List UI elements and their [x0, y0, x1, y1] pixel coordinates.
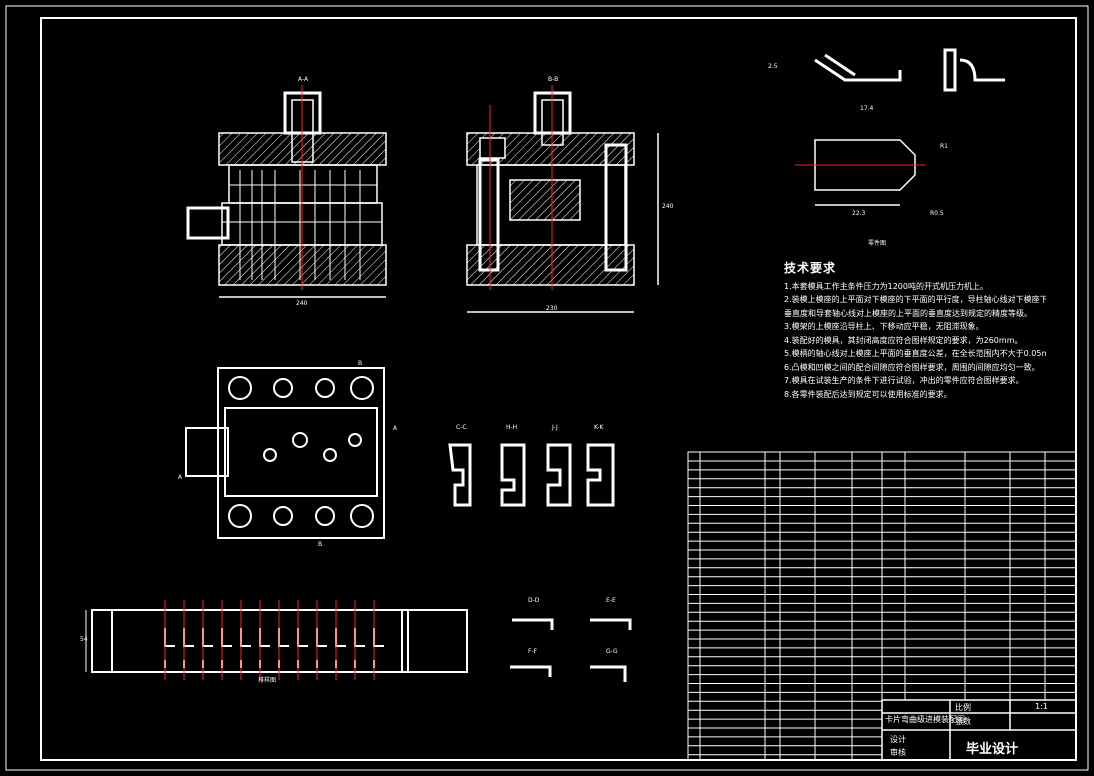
- side-view-label: B-B: [548, 76, 559, 83]
- plan-marker-b-top: B: [358, 360, 363, 367]
- tech-item-7: 6.凸模和凹模之间的配合间隙应符合图样要求，周围的间隙应均匀一致。: [784, 362, 1040, 372]
- section-label-c: C-C: [456, 424, 467, 431]
- strip-punch: [202, 628, 213, 668]
- bend-label-e: E-E: [606, 597, 616, 604]
- tech-item-2: 2.装模上模座的上平面对下模座的下平面的平行度，导柱轴心线对下模座下平面的: [784, 295, 1046, 304]
- tech-item-6: 5.模柄的轴心线对上模座上平面的垂直度公差，在全长范围内不大于0.05mm。: [784, 349, 1046, 358]
- strip-layout: [85, 609, 468, 673]
- part-dim-4: 17.4: [860, 105, 874, 112]
- tech-item-9: 8.各零件装配后达到规定可以使用标准的要求。: [784, 389, 952, 399]
- section-label-j: J-J: [552, 424, 558, 431]
- bend-label-f: F-F: [528, 648, 538, 655]
- technical-requirements: 技术要求 1.本套模具工作主条件压力为1200吨的开式机压力机上。 2.装模上模…: [784, 261, 1046, 401]
- tech-item-3: 垂直度和导套轴心线对上模座的上平面的垂直度达到规定的精度等级。: [784, 308, 1032, 318]
- small-sections: [448, 443, 615, 507]
- tech-item-5: 4.装配好的模具，其封闭高度应符合图样规定的要求，为260mm。: [784, 335, 1023, 345]
- strip-punch: [164, 628, 175, 668]
- bend-label-d: D-D: [528, 597, 540, 604]
- plan-marker-b-bottom: B: [318, 541, 323, 548]
- side-section-view: [466, 91, 659, 313]
- strip-punch: [259, 628, 270, 668]
- strip-punch: [354, 628, 365, 668]
- bend-label-g: G-G: [606, 648, 618, 655]
- plan-marker-a-left: A: [178, 474, 183, 481]
- sheet-label: 张数: [955, 717, 971, 726]
- project-title: 毕业设计: [966, 742, 1019, 757]
- technical-requirements-title: 技术要求: [784, 261, 837, 275]
- tech-item-4: 3.模架的上模座沿导柱上、下移动应平稳，无阻滞现象。: [784, 322, 984, 331]
- strip-punch: [373, 628, 384, 668]
- part-drawing: [795, 48, 1005, 206]
- tech-item-1: 1.本套模具工作主条件压力为1200吨的开式机压力机上。: [784, 281, 988, 291]
- plan-marker-a-right: A: [393, 425, 398, 432]
- front-view-label: A-A: [298, 76, 309, 83]
- tech-item-8: 7.模具在试装生产的条件下进行试验，冲出的零件应符合图样要求。: [784, 376, 1024, 385]
- part-dim-3: 2.5: [768, 63, 778, 70]
- section-label-h: H-H: [506, 424, 518, 431]
- strip-layout-label: 排样图: [258, 677, 277, 684]
- part-dim-5: 22.3: [852, 210, 866, 217]
- strip-punch: [335, 628, 346, 668]
- side-width-dim: 230: [546, 305, 558, 312]
- title-block: [881, 699, 1077, 761]
- strip-punch: [278, 628, 289, 668]
- part-dim-1: R1: [940, 143, 948, 150]
- inner-frame: [40, 17, 1077, 761]
- scale-value: 1:1: [1035, 702, 1048, 711]
- strip-punch: [297, 628, 308, 668]
- strip-punch: [240, 628, 251, 668]
- strip-layout-dim: 54: [80, 636, 88, 643]
- checked-label: 审核: [890, 748, 906, 757]
- outer-frame: [5, 5, 1089, 771]
- part-drawing-caption: 零件图: [868, 240, 887, 247]
- plan-view: [185, 367, 385, 539]
- strip-punch: [183, 628, 194, 668]
- scale-label: 比例: [955, 703, 971, 712]
- strip-punches: [164, 600, 384, 680]
- front-width-dim: 240: [296, 300, 308, 307]
- front-section-view: [186, 91, 387, 298]
- bom-table: [687, 451, 1077, 761]
- drawn-label: 设计: [890, 735, 906, 744]
- strip-punch: [316, 628, 327, 668]
- part-dim-2: R0.5: [930, 210, 944, 217]
- strip-punch: [221, 628, 232, 668]
- bend-sections: [510, 618, 632, 682]
- side-height-dim: 240: [662, 203, 674, 210]
- drawing-name: 卡片弯曲级进模装配图: [885, 715, 965, 724]
- section-label-k: K-K: [594, 424, 604, 431]
